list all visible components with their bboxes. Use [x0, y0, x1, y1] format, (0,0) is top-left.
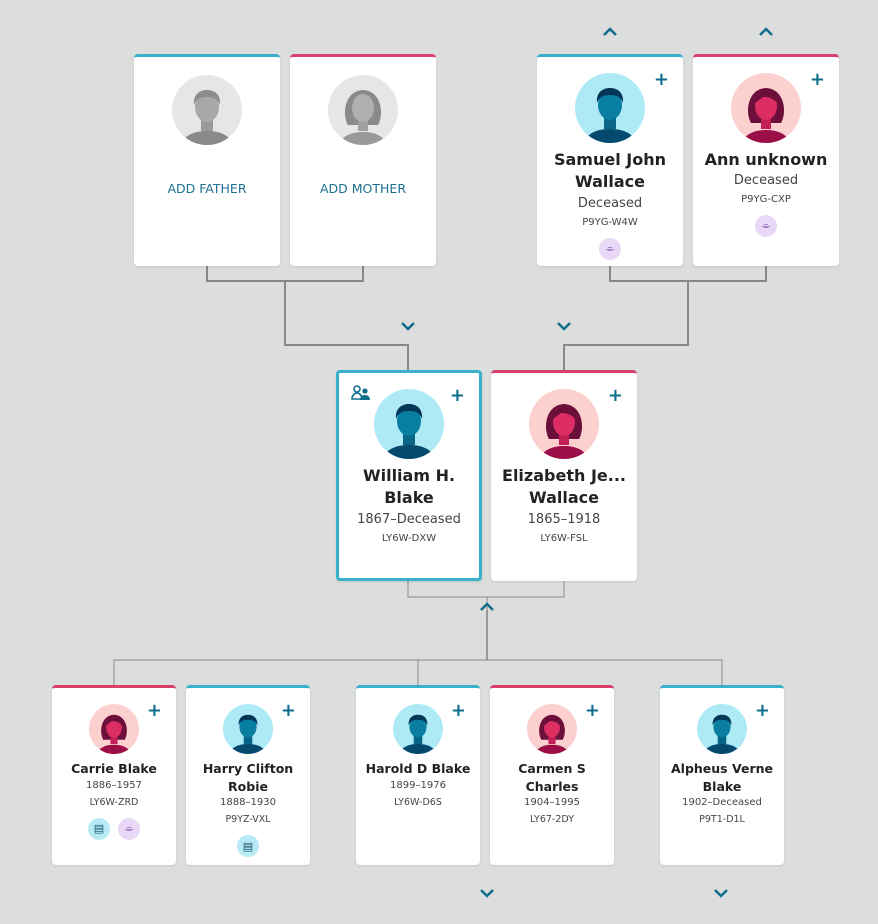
expand-down-chevron-icon[interactable]: [556, 321, 572, 331]
expand-down-chevron-icon[interactable]: [400, 321, 416, 331]
female-avatar: [529, 389, 599, 459]
person-lifespan: 1865–1918: [527, 511, 601, 527]
person-id: LY6W-FSL: [540, 532, 588, 544]
person-id: P9T1-D1L: [699, 814, 745, 825]
person-lifespan: 1904–1995: [524, 797, 580, 808]
person-lifespan: 1867–Deceased: [357, 511, 461, 527]
child-card[interactable]: + Harold D Blake 1899–1976 LY6W-D6S: [356, 685, 480, 865]
person-lifespan: 1886–1957: [86, 779, 142, 791]
person-name: Harold D Blake: [365, 761, 471, 776]
person-card-samuel-wallace[interactable]: + Samuel John Wallace Deceased P9YG-W4W …: [537, 54, 683, 266]
person-lifespan: Deceased: [733, 173, 799, 189]
research-hint-icon[interactable]: ⌯: [755, 215, 777, 238]
unknown-female-avatar: [328, 75, 398, 145]
add-mother-card[interactable]: ADD MOTHER: [290, 54, 436, 266]
person-card-ann-unknown[interactable]: + Ann unknown Deceased P9YG-CXP ⌯: [693, 54, 839, 266]
person-id: LY6W-DXW: [381, 532, 437, 544]
add-person-plus-icon[interactable]: +: [653, 69, 669, 90]
person-id: P9YG-W4W: [582, 216, 638, 228]
female-avatar: [527, 704, 577, 754]
add-person-plus-icon[interactable]: +: [280, 700, 296, 721]
male-avatar: [697, 704, 747, 754]
male-avatar: [374, 389, 444, 459]
person-lifespan: 1899–1976: [390, 779, 446, 791]
relationships-icon[interactable]: [351, 385, 371, 401]
person-card-william-blake-selected[interactable]: + William H. Blake 1867–Deceased LY6W-DX…: [336, 370, 482, 581]
person-name: Ann unknown: [704, 150, 828, 169]
add-person-plus-icon[interactable]: +: [146, 700, 162, 721]
add-person-plus-icon[interactable]: +: [809, 69, 825, 90]
record-hint-icon[interactable]: ▤: [237, 835, 259, 857]
person-lifespan: 1902–Deceased: [682, 797, 762, 808]
child-card[interactable]: + Harry Clifton Robie 1888–1930 P9YZ-VXL…: [186, 685, 310, 865]
add-mother-link[interactable]: ADD MOTHER: [319, 181, 407, 196]
add-person-plus-icon[interactable]: +: [607, 385, 623, 406]
research-hint-icon[interactable]: ⌯: [118, 817, 140, 840]
person-name: Carrie Blake: [71, 761, 157, 776]
record-hint-icon[interactable]: ▤: [88, 817, 110, 840]
person-id: LY6W-D6S: [394, 796, 442, 808]
add-father-card[interactable]: ADD FATHER: [134, 54, 280, 266]
add-father-link[interactable]: ADD FATHER: [167, 181, 247, 196]
unknown-male-avatar: [172, 75, 242, 145]
person-name: Samuel John Wallace: [553, 150, 666, 192]
child-card[interactable]: + Carmen S Charles 1904–1995 LY67-2DY: [490, 685, 614, 865]
person-name: Carmen S Charles: [518, 761, 586, 794]
person-name: Elizabeth Je... Wallace: [502, 466, 626, 508]
expand-down-chevron-icon[interactable]: [713, 888, 729, 898]
add-person-plus-icon[interactable]: +: [754, 700, 770, 721]
add-person-plus-icon[interactable]: +: [584, 700, 600, 721]
person-name: Harry Clifton Robie: [202, 761, 294, 794]
person-id: LY67-2DY: [530, 814, 574, 825]
person-id: P9YZ-VXL: [225, 814, 271, 825]
male-avatar: [393, 704, 443, 754]
add-person-plus-icon[interactable]: +: [450, 700, 466, 721]
expand-up-chevron-icon[interactable]: [602, 27, 618, 37]
child-card[interactable]: + Carrie Blake 1886–1957 LY6W-ZRD ▤ ⌯: [52, 685, 176, 865]
person-id: LY6W-ZRD: [89, 796, 139, 808]
person-lifespan: Deceased: [577, 195, 643, 211]
female-avatar: [89, 704, 139, 754]
expand-up-chevron-icon[interactable]: [758, 27, 774, 37]
person-name: William H. Blake: [362, 466, 456, 508]
expand-down-chevron-icon[interactable]: [479, 888, 495, 898]
child-card[interactable]: + Alpheus Verne Blake 1902–Deceased P9T1…: [660, 685, 784, 865]
add-person-plus-icon[interactable]: +: [449, 385, 465, 406]
male-avatar: [575, 73, 645, 143]
collapse-up-chevron-icon[interactable]: [479, 602, 495, 612]
female-avatar: [731, 73, 801, 143]
person-name: Alpheus Verne Blake: [671, 761, 773, 794]
person-id: P9YG-CXP: [741, 194, 791, 206]
research-hint-icon[interactable]: ⌯: [599, 237, 621, 260]
person-card-elizabeth-wallace[interactable]: + Elizabeth Je... Wallace 1865–1918 LY6W…: [491, 370, 637, 581]
person-lifespan: 1888–1930: [220, 797, 276, 808]
male-avatar: [223, 704, 273, 754]
